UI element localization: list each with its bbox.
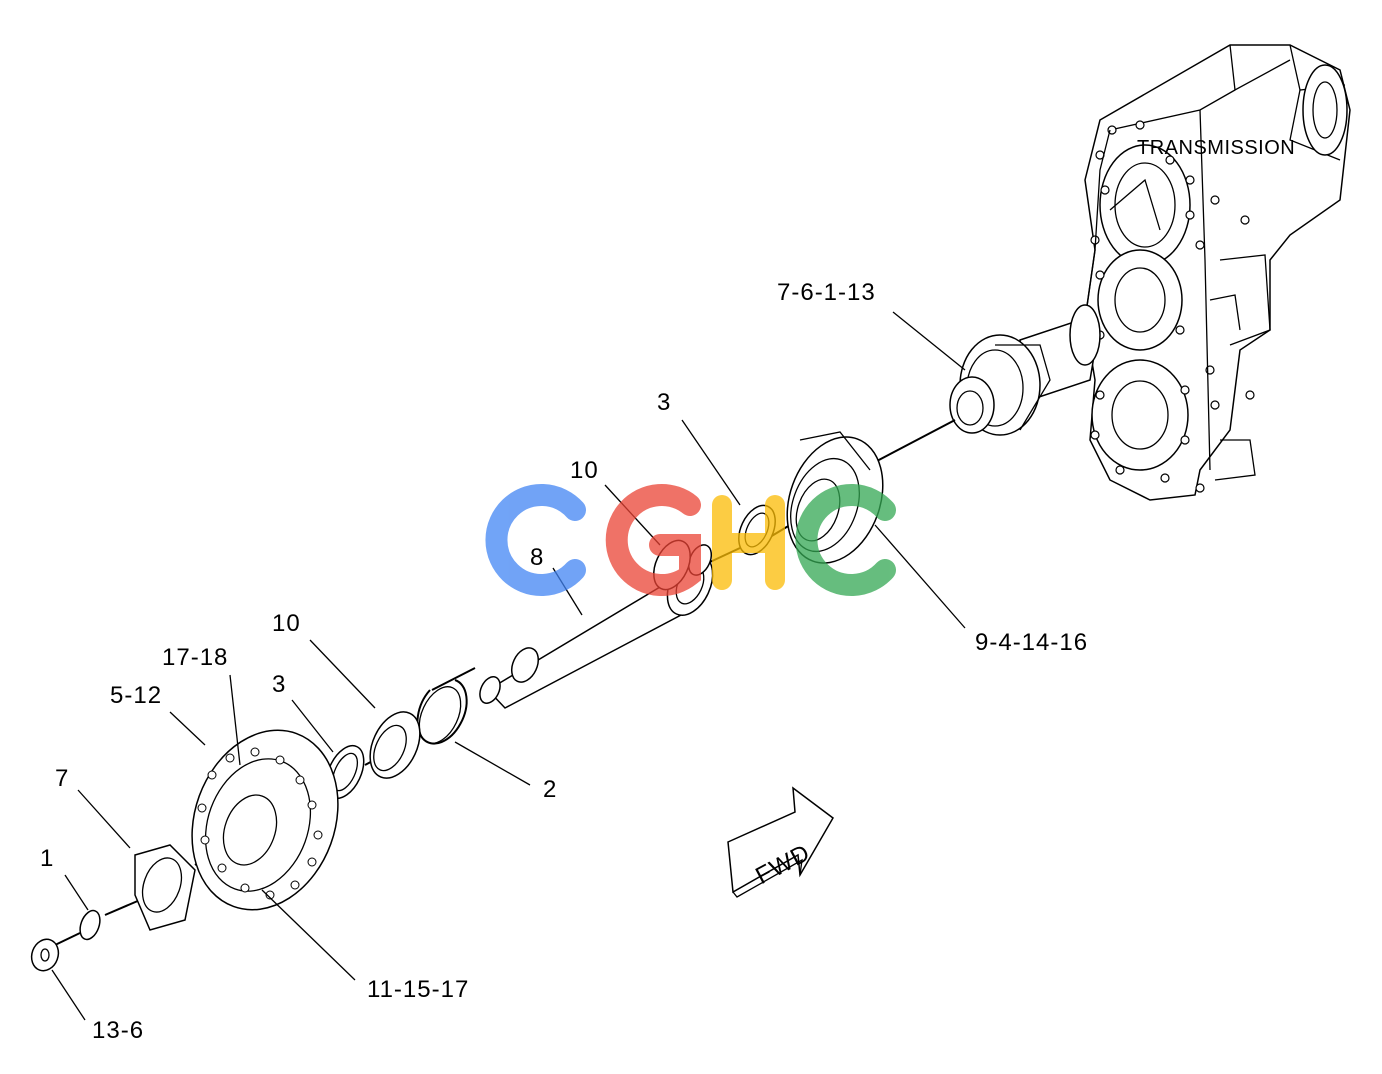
callout-13-6: 13-6 — [92, 1017, 144, 1044]
callout-17-18: 17-18 — [162, 644, 228, 671]
brake-disc — [191, 729, 339, 911]
callout-2: 2 — [543, 776, 557, 803]
transmission-housing — [1084, 44, 1351, 501]
callout-9-4-14-16: 9-4-14-16 — [975, 629, 1088, 656]
callout-7-6-1-13: 7-6-1-13 — [777, 279, 876, 306]
watermark-logo — [485, 484, 896, 596]
callout-11-15-17: 11-15-17 — [367, 976, 469, 1003]
watermark-letter-c1 — [485, 484, 586, 596]
washer-bolt — [30, 938, 60, 972]
callout-8: 8 — [530, 544, 544, 571]
callout-3-top: 3 — [657, 389, 671, 416]
output-yoke-assembly — [949, 304, 1101, 436]
watermark-letter-h — [712, 495, 785, 590]
bearing-lower — [369, 711, 421, 779]
forward-arrow: FWD — [727, 786, 834, 898]
callout-10-top: 10 — [570, 457, 599, 484]
callout-10-mid: 10 — [272, 610, 301, 637]
snap-ring — [416, 679, 468, 745]
watermark-letter-g — [605, 484, 701, 596]
callout-5-12: 5-12 — [110, 682, 162, 709]
callout-3-mid: 3 — [272, 671, 286, 698]
watermark-letter-c2 — [795, 484, 896, 596]
transmission-label: TRANSMISSION — [1137, 137, 1295, 159]
o-ring — [79, 909, 101, 941]
callout-7: 7 — [55, 765, 69, 792]
callout-1: 1 — [40, 845, 54, 872]
companion-flange — [134, 844, 196, 931]
